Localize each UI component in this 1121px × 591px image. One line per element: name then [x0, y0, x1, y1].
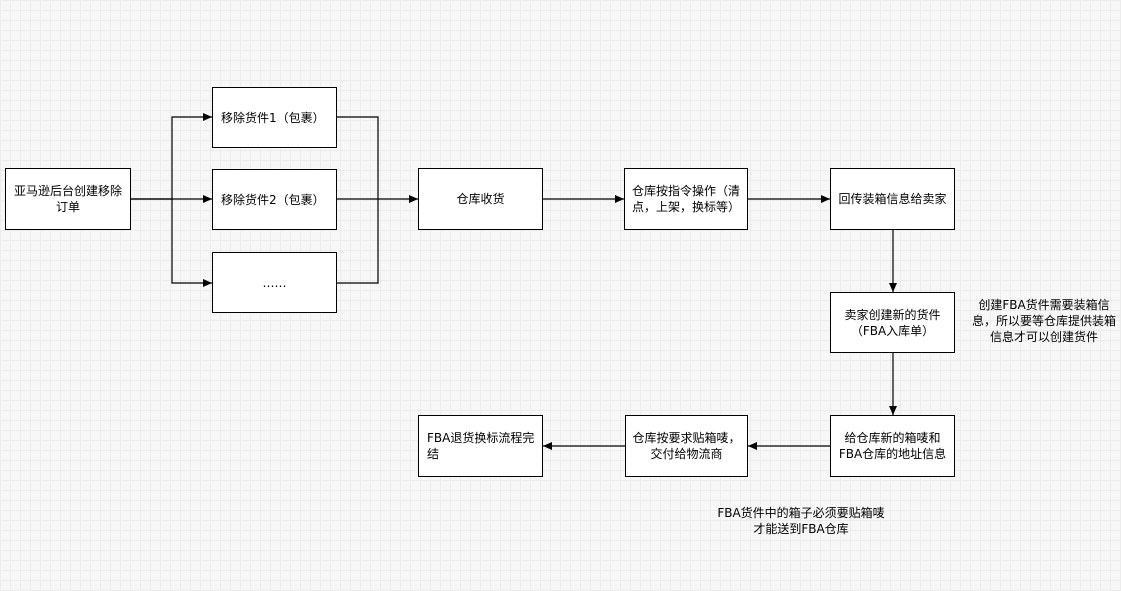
node-create-removal-order: 亚马逊后台创建移除订单: [5, 168, 131, 230]
node-seller-create-shipment: 卖家创建新的货件（FBA入库单）: [830, 292, 955, 353]
note-box-label-required-text: FBA货件中的箱子必须要贴箱唛才能送到FBA仓库: [717, 506, 885, 536]
node-send-packing-info-label: 回传装箱信息给卖家: [838, 192, 947, 206]
edge-shipment-more-to-receive: [337, 199, 379, 284]
node-warehouse-receive-label: 仓库收货: [456, 192, 505, 206]
node-give-box-labels: 给仓库新的箱唛和FBA仓库的地址信息: [830, 415, 955, 477]
node-removal-shipment-2-label: 移除货件2（包裹）: [221, 192, 325, 207]
note-packing-info-required-text: 创建FBA货件需要装箱信息，所以要等仓库提供装箱信息才可以创建货件: [972, 298, 1117, 344]
node-warehouse-operations-label: 仓库按指令操作（清点，上架，换标等）: [631, 184, 740, 214]
node-removal-shipment-more-label: ……: [262, 275, 287, 290]
node-warehouse-receive: 仓库收货: [418, 168, 543, 230]
note-packing-info-required: 创建FBA货件需要装箱信息，所以要等仓库提供装箱信息才可以创建货件: [972, 297, 1116, 345]
node-process-end-label: FBA退货换标流程完结: [427, 431, 535, 461]
node-warehouse-operations: 仓库按指令操作（清点，上架，换标等）: [624, 168, 748, 230]
node-label-and-deliver-label: 仓库按要求贴箱唛，交付给物流商: [632, 431, 741, 461]
node-removal-shipment-1: 移除货件1（包裹）: [212, 87, 337, 148]
node-give-box-labels-label: 给仓库新的箱唛和FBA仓库的地址信息: [838, 431, 947, 461]
node-seller-create-shipment-label: 卖家创建新的货件（FBA入库单）: [844, 307, 941, 338]
node-removal-shipment-1-label: 移除货件1（包裹）: [221, 110, 325, 125]
node-send-packing-info: 回传装箱信息给卖家: [830, 168, 955, 230]
node-removal-shipment-more: ……: [212, 252, 337, 313]
note-box-label-required: FBA货件中的箱子必须要贴箱唛才能送到FBA仓库: [715, 505, 887, 537]
node-label-and-deliver: 仓库按要求贴箱唛，交付给物流商: [625, 415, 748, 477]
edge-order-to-shipment-1: [131, 113, 212, 200]
node-process-end: FBA退货换标流程完结: [418, 415, 543, 477]
node-create-removal-order-label: 亚马逊后台创建移除订单: [13, 184, 122, 214]
edge-shipment-1-to-receive: [337, 116, 379, 199]
edge-order-to-shipment-more: [171, 199, 212, 287]
node-removal-shipment-2: 移除货件2（包裹）: [212, 169, 337, 230]
